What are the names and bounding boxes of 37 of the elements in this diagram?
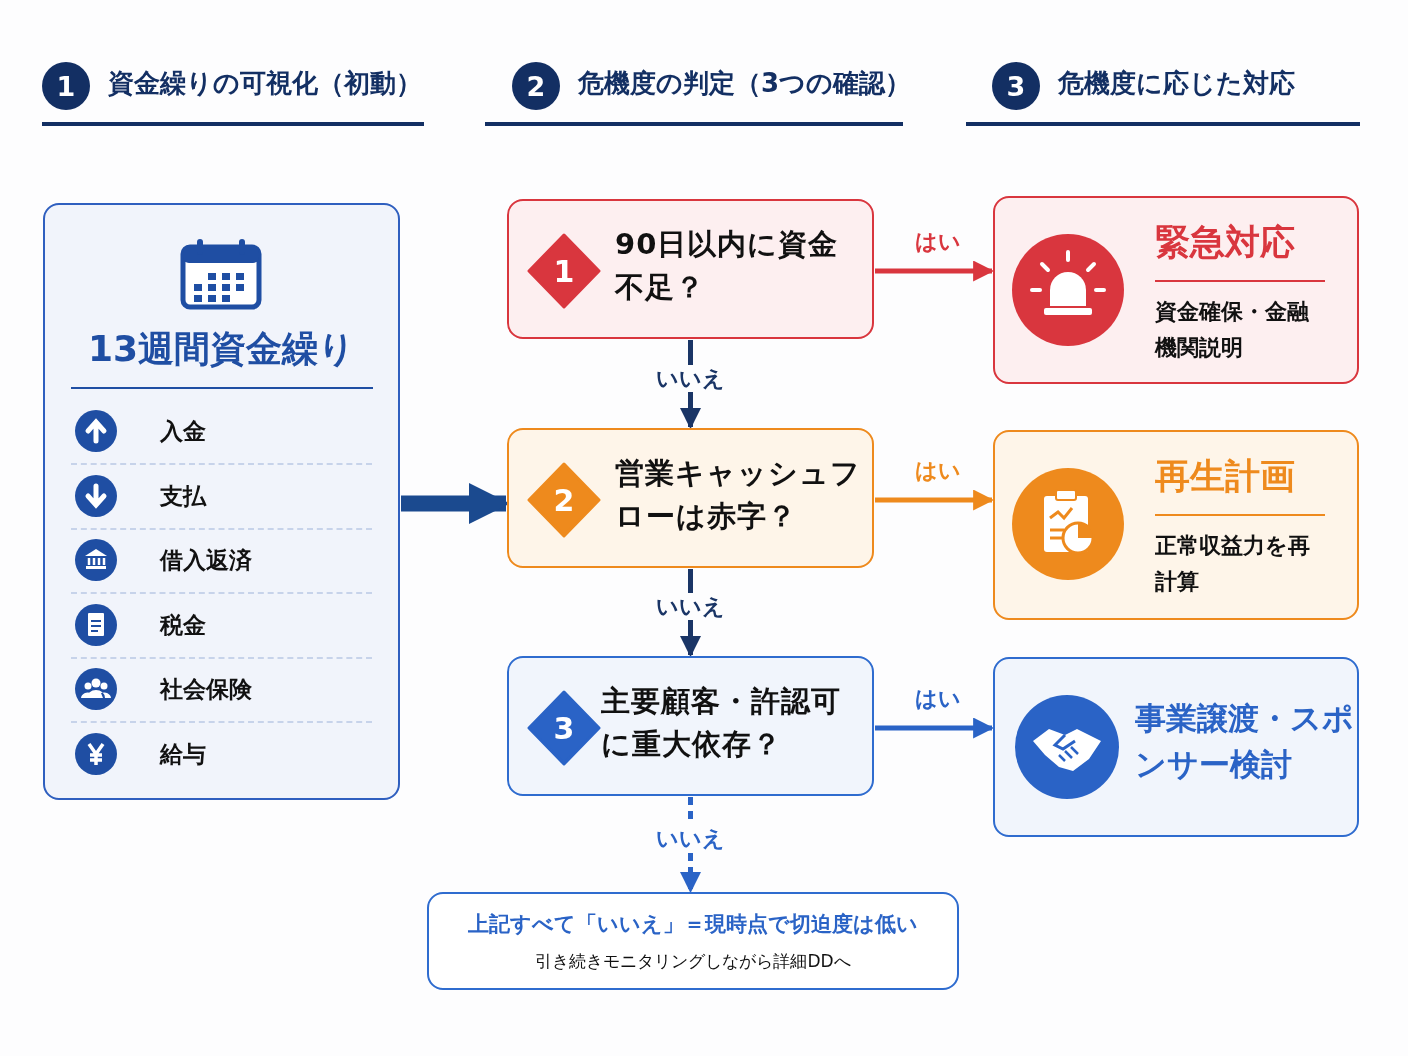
question-box [507,656,874,796]
result-box [427,892,959,990]
list-item: 借入返済 [160,546,252,575]
step-number: 1 [42,62,90,110]
result-heading: 上記すべて「いいえ」＝現時点で切迫度は低い [467,911,919,938]
step-number: 2 [512,62,560,110]
step-number: 3 [992,62,1040,110]
question-box [507,428,874,568]
arrow [875,489,995,511]
list-item: 入金 [160,417,206,446]
list-panel [43,203,400,800]
question-box [507,199,874,339]
result-note: 引き続きモニタリングしながら詳細DDへ [534,950,852,973]
action-text: 正常収益力を再計算 [1155,532,1311,596]
question-text: 90日以内に資金不足？ [615,226,840,306]
list-item: 給与 [160,739,206,769]
list-item: 社会保険 [160,675,252,704]
question-text: 主要顧客・許認可に重大依存？ [601,683,842,763]
list-item: 支払 [160,481,206,511]
panel-title: 13週間資金繰り [86,327,357,371]
action-heading: 緊急対応 [1155,221,1296,264]
action-text: 資金確保・金融機関説明 [1155,298,1310,362]
diamond-number: 1 [553,253,575,289]
arrow [875,717,995,739]
column-heading: 資金繰りの可視化（初動） [108,67,422,100]
action-box [993,196,1359,384]
arrow [875,260,995,282]
action-box [993,657,1359,837]
column-heading: 危機度の判定（3つの確認） [578,67,912,100]
list-item: 税金 [160,610,206,640]
action-heading: 再生計画 [1155,455,1296,498]
column-heading: 危機度に応じた対応 [1058,67,1295,100]
diamond-number: 3 [553,710,575,746]
question-text: 営業キャッシュフローは赤字？ [615,455,862,535]
diamond-number: 2 [553,482,575,518]
action-heading: 事業譲渡・スポンサー検討 [1135,699,1355,784]
action-box [993,430,1359,620]
